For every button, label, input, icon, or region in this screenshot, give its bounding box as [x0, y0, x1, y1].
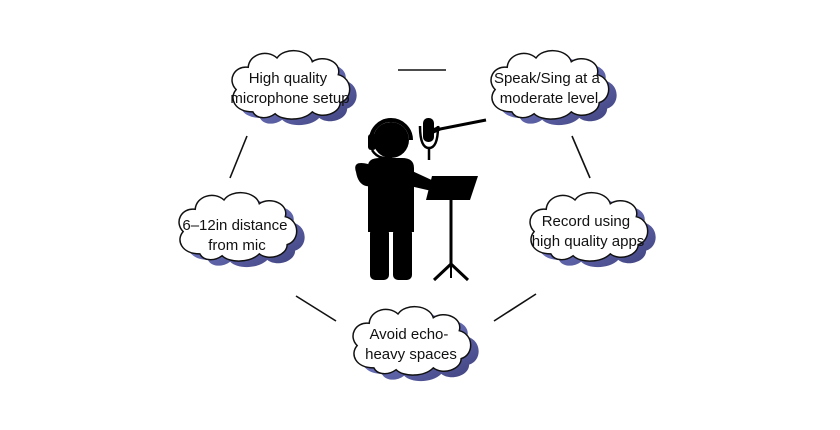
connector-right-lower: [493, 293, 537, 322]
tip-mic-setup-line-1: High quality: [249, 70, 328, 87]
singer-at-microphone-icon: [355, 118, 487, 282]
tip-avoid-echo-line-2: heavy spaces: [365, 346, 457, 363]
connector-left-upper: [229, 135, 248, 179]
tip-distance: 6–12in distance from mic: [182, 217, 291, 254]
cloud-avoid-echo: [352, 305, 479, 382]
connector-right-upper: [571, 135, 591, 179]
tip-mic-setup-line-2: microphone setup: [230, 90, 349, 107]
cloud-moderate-level: [490, 49, 617, 126]
connector-lines: [229, 69, 591, 322]
connector-left-lower: [295, 295, 337, 322]
tip-avoid-echo: Avoid echo- heavy spaces: [365, 326, 457, 363]
tip-moderate-level-line-1: Speak/Sing at a: [494, 70, 601, 87]
tip-quality-apps-line-1: Record using: [542, 213, 630, 230]
tip-mic-setup: High quality microphone setup: [230, 70, 349, 107]
cloud-mic-setup: [231, 49, 357, 126]
tip-avoid-echo-line-1: Avoid echo-: [369, 326, 448, 343]
tip-moderate-level: Speak/Sing at a moderate level: [494, 70, 604, 107]
tip-moderate-level-line-2: moderate level: [500, 90, 598, 107]
tip-distance-line-2: from mic: [208, 237, 266, 254]
tip-quality-apps-line-2: high quality apps: [532, 233, 645, 250]
tip-quality-apps: Record using high quality apps: [532, 213, 645, 250]
tip-distance-line-1: 6–12in distance: [182, 217, 287, 234]
